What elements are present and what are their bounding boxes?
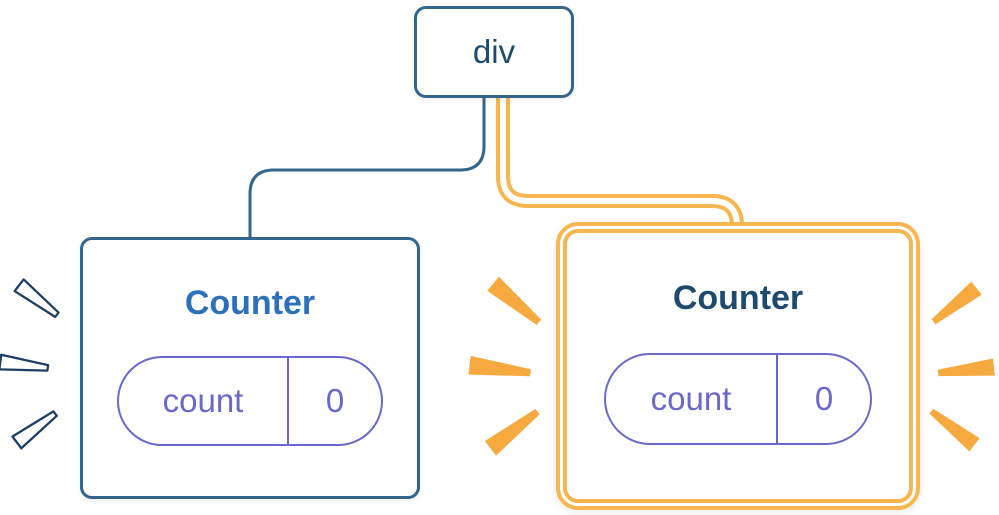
burst-mark [468,355,532,383]
burst-mark [0,353,50,377]
burst-mark [487,276,545,330]
component-label: Counter [184,284,316,322]
burst-mark [928,281,982,329]
state-key-label: count [650,380,732,417]
component-card-counter-right: Counter count 0 [563,229,913,503]
state-value: 0 [325,382,345,419]
component-label: Counter [672,279,804,317]
state-pill: count 0 [604,353,872,445]
connector-right-edge-outline [496,96,744,234]
connector-right-edge-core [500,96,740,234]
pill-divider [776,355,778,443]
connector-left-edge [248,94,486,242]
burst-group-right-orange [926,281,995,452]
burst-group-left-navy [0,278,63,450]
state-value: 0 [814,380,834,417]
component-card-counter-left: Counter count 0 [80,237,420,499]
state-key-label: count [162,382,244,419]
burst-mark [13,278,63,322]
tree-node-div: div [414,6,574,98]
burst-mark [937,358,995,382]
burst-group-middle-orange [468,276,545,456]
state-pill: count 0 [117,356,383,446]
burst-mark [11,406,61,450]
burst-mark [926,404,980,452]
pill-divider [287,358,289,444]
component-card-counter-right-highlight: Counter count 0 [556,222,920,510]
burst-mark [484,404,544,456]
tree-node-div-label: div [472,33,516,70]
